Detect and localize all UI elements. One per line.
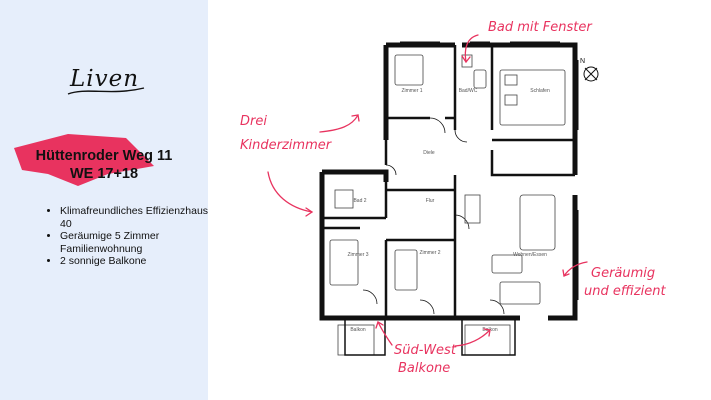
- logo-swash-icon: [67, 87, 145, 95]
- room-label-bad2: Bad 2: [353, 198, 366, 204]
- room-label-zimmer2: Zimmer 2: [419, 250, 440, 256]
- listing-unit: WE 17+18: [69, 166, 139, 182]
- arrow-kinderzimmer-top-icon: [319, 114, 359, 133]
- north-arrow-icon: N: [580, 58, 599, 82]
- annotation-kinderzimmer: Kinderzimmer: [240, 138, 332, 153]
- north-label: N: [580, 58, 585, 65]
- arrow-kinderzimmer-bottom-icon: [267, 171, 313, 213]
- brand-logo: Liven: [70, 66, 140, 92]
- annotation-effizient: und effizient: [584, 284, 666, 299]
- listing-title: Hüttenroder Weg 11: [35, 148, 173, 164]
- room-label-zimmer1: Zimmer 1: [401, 88, 422, 94]
- arrow-geraeumig-icon: [563, 261, 588, 277]
- room-label-flur: Flur: [426, 198, 435, 204]
- feature-list: Klimafreundliches Effizienzhaus 40 Geräu…: [46, 205, 220, 268]
- highlight-blob-icon: [14, 134, 154, 186]
- room-label-bad-wc: Bad/WC: [459, 88, 478, 94]
- info-panel: Liven Hüttenroder Weg 11 WE 17+18 Klimaf…: [0, 0, 208, 400]
- room-label-zimmer3: Zimmer 3: [347, 252, 368, 258]
- annotation-bad-mit-fenster: Bad mit Fenster: [488, 20, 592, 35]
- feature-item: Klimafreundliches Effizienzhaus 40: [60, 205, 220, 230]
- annotation-drei: Drei: [240, 114, 267, 129]
- room-label-wohnen-essen: Wohnen/Essen: [513, 252, 547, 258]
- feature-item: Geräumige 5 Zimmer Familienwohnung: [60, 230, 220, 255]
- arrow-balkon-right-icon: [454, 329, 491, 347]
- annotation-sued-west: Süd-West: [394, 343, 456, 358]
- annotation-balkone: Balkone: [398, 361, 451, 376]
- room-label-balkon-left: Balkon: [350, 327, 366, 333]
- arrow-bad-icon: [464, 34, 479, 63]
- room-label-diele: Diele: [423, 150, 435, 156]
- annotation-geraeumig: Geräumig: [591, 266, 656, 281]
- feature-item: 2 sonnige Balkone: [60, 255, 220, 268]
- room-label-schlafen: Schlafen: [530, 88, 550, 94]
- arrow-balkon-left-icon: [377, 321, 393, 346]
